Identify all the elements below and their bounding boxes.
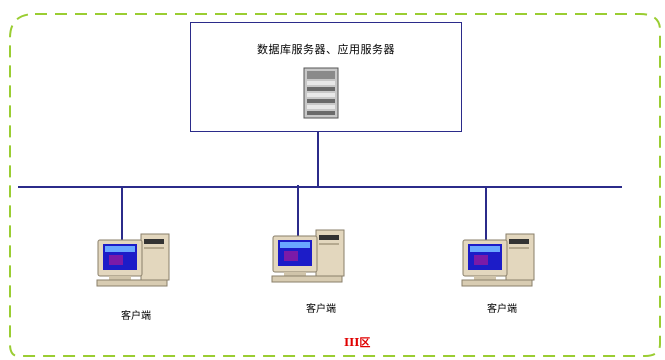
client-label-2: 客户端 [306, 304, 336, 315]
zone-label: III区 [344, 336, 371, 349]
desktop-computer-icon [96, 233, 170, 287]
client-label-1: 客户端 [121, 311, 151, 322]
server-rack-icon [303, 67, 339, 119]
server-label: 数据库服务器、应用服务器 [257, 43, 395, 56]
client-label-3: 客户端 [487, 304, 517, 315]
server-box: 数据库服务器、应用服务器 [190, 22, 462, 132]
desktop-computer-icon [461, 233, 535, 287]
desktop-computer-icon [271, 229, 345, 283]
